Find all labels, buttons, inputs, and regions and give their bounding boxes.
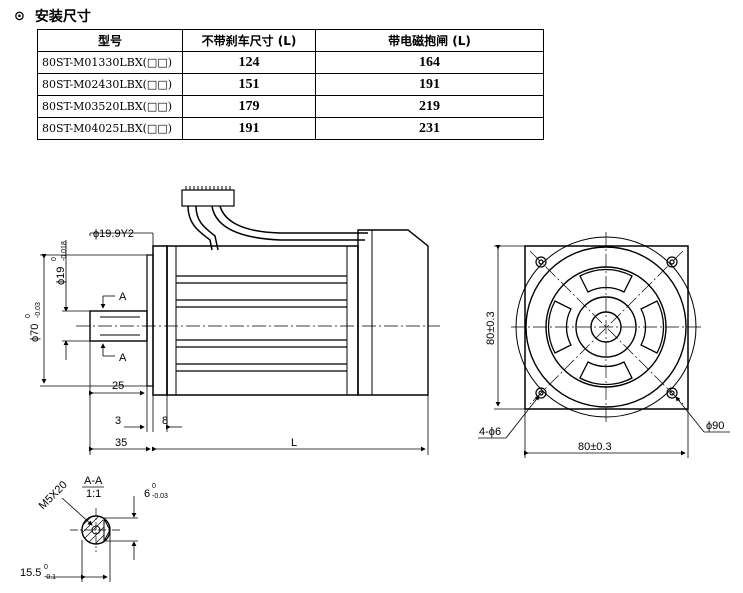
no-brake-cell: 151 — [182, 73, 316, 96]
thread-label: M5X20 — [37, 479, 70, 512]
key-depth-label: 15.5 — [20, 567, 41, 579]
front-height-label: 80±0.3 — [485, 311, 497, 345]
shaft-tol-top: 0 — [51, 257, 58, 261]
section-mark-bottom: A — [119, 352, 127, 364]
key-depth-tol-top: 0 — [44, 564, 48, 571]
flange-step-label: ϕ19.9Y2 — [93, 228, 134, 240]
table-header-row: 型号 不带刹车尺寸 (L) 带电磁抱闸 (L) — [37, 29, 544, 52]
side-view-dimensions — [40, 232, 429, 455]
column-header-model: 型号 — [37, 29, 183, 52]
section-title: A-A — [84, 475, 103, 487]
section-scale: 1:1 — [86, 488, 101, 500]
section-view-labels: A-A 1:1 M5X20 6 0 -0.03 15.5 0 -0.1 — [20, 475, 168, 581]
key-depth-tol-bottom: -0.1 — [44, 574, 56, 581]
column-header-no-brake: 不带刹车尺寸 (L) — [182, 29, 316, 52]
dimension-table: 型号 不带刹车尺寸 (L) 带电磁抱闸 (L) 80ST-M01330LBX(□… — [37, 29, 544, 140]
mounting-holes — [535, 256, 678, 399]
model-cell: 80ST-M04025LBX(□□) — [37, 117, 183, 140]
side-view-labels: ϕ19.9Y2 ϕ19 0 -0.018 ϕ70 0 -0.03 A A 25 … — [25, 228, 297, 449]
section-view-dimensions — [46, 496, 138, 582]
front-view-dimensions — [478, 245, 730, 458]
pcd-label: ϕ90 — [706, 420, 724, 432]
section-mark-top: A — [119, 291, 127, 303]
motor-body — [166, 245, 359, 396]
body-length-label: L — [291, 437, 297, 449]
front-length-label: 35 — [115, 437, 127, 449]
shaft-length-label: 25 — [112, 380, 124, 392]
key-tol-bottom: -0.03 — [152, 493, 168, 500]
pilot-tol-bottom: -0.03 — [35, 302, 42, 318]
flange-square — [524, 245, 689, 410]
key-tol-top: 0 — [152, 483, 156, 490]
front-width-label: 80±0.3 — [578, 441, 612, 453]
with-brake-cell: 231 — [315, 117, 544, 140]
flange — [152, 245, 168, 396]
section-title: 安装尺寸 — [34, 9, 91, 25]
pilot-length-label: 3 — [115, 415, 121, 427]
table-row: 80ST-M02430LBX(□□) 151 191 — [37, 73, 544, 96]
circled-dot-icon: ⊙ — [14, 8, 25, 24]
front-view-labels: 80±0.3 80±0.3 4-ϕ6 ϕ90 — [479, 311, 724, 453]
cooling-fins — [176, 275, 347, 372]
holes-label: 4-ϕ6 — [479, 426, 501, 438]
connector-plug — [181, 186, 368, 251]
pilot-dia-label: ϕ70 — [29, 324, 41, 342]
section-view — [70, 508, 122, 552]
rear-cover — [357, 229, 429, 396]
table-row: 80ST-M04025LBX(□□) 191 231 — [37, 117, 544, 140]
pilot — [146, 254, 154, 387]
shaft-tol-bottom: -0.018 — [61, 241, 68, 261]
section-header: ⊙ 安装尺寸 — [14, 6, 91, 26]
front-view — [511, 232, 701, 422]
shaft-dia-label: ϕ19 — [55, 267, 67, 285]
model-cell: 80ST-M01330LBX(□□) — [37, 51, 183, 74]
pilot-tol-top: 0 — [25, 314, 32, 318]
no-brake-cell: 191 — [182, 117, 316, 140]
flange-thickness-label: 8 — [162, 415, 168, 427]
key-width-label: 6 — [144, 488, 150, 500]
side-view — [76, 186, 440, 396]
